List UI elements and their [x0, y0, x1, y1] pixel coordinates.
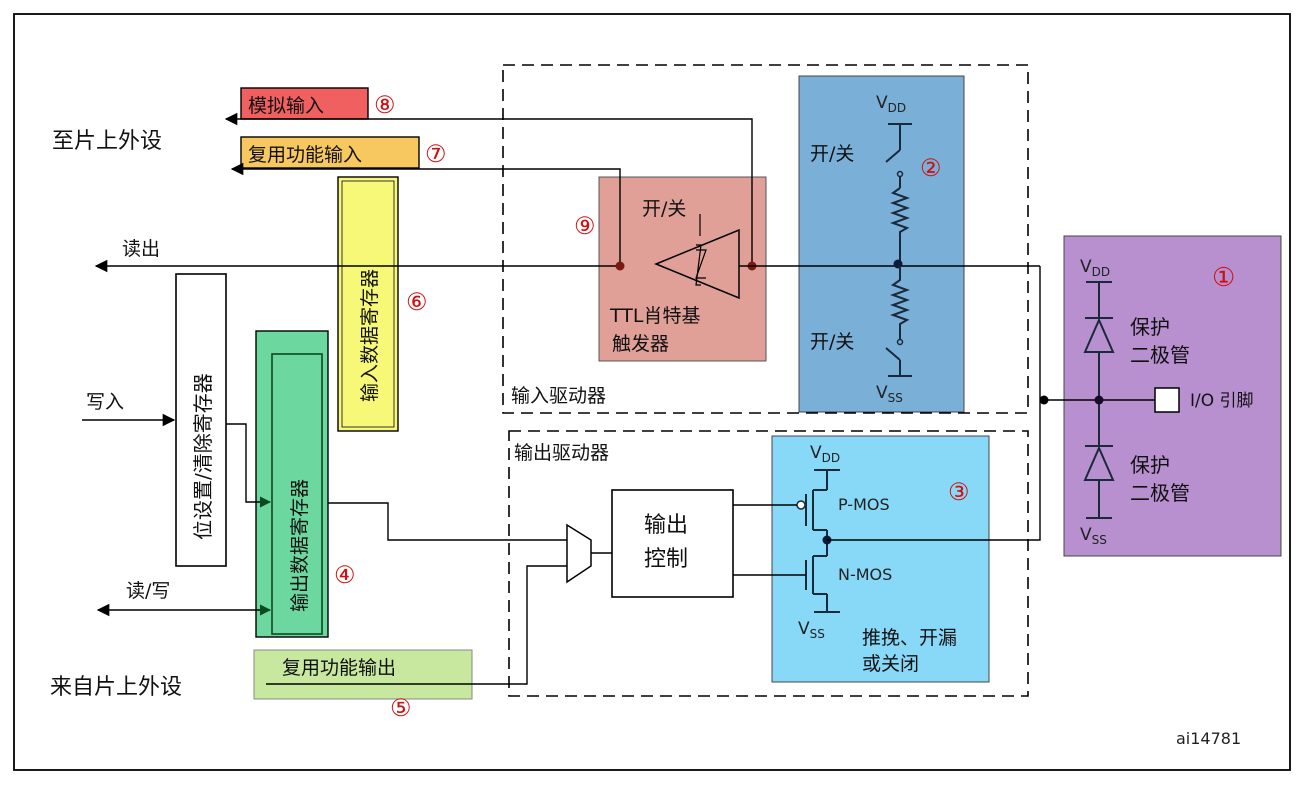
output-data-register: [255, 330, 329, 638]
to-onchip-peripheral-label: 至片上外设: [52, 129, 162, 154]
nmos-label: N-MOS: [838, 565, 892, 584]
onoff-pullup-label: 开/关: [810, 143, 854, 165]
figure-frame: [13, 13, 1291, 771]
output-driver-box: [508, 430, 1029, 697]
pull-resistor-block: [798, 75, 965, 413]
output-control-label-2: 控制: [644, 547, 688, 572]
marker-7: ⑦: [425, 140, 447, 168]
pull-down-resistor: [890, 266, 910, 340]
schmitt-left-node: [615, 261, 625, 271]
alt-function-input-label: 复用功能输入: [248, 144, 362, 166]
nmos-transistor: [733, 555, 827, 595]
alt-function-output-label: 复用功能输出: [282, 657, 396, 679]
protect-diode-bot-label-1: 保护: [1130, 453, 1170, 477]
output-control-block: [611, 489, 734, 598]
alt-function-input-box: [240, 136, 420, 169]
read-out-label: 读出: [122, 238, 160, 260]
onoff-pulldown-label: 开/关: [810, 331, 854, 353]
protect-diode-bot-label-2: 二极管: [1130, 481, 1190, 505]
vss-protection-label: VSS: [1080, 525, 1107, 547]
vss-pull-label: VSS: [876, 383, 903, 405]
io-pin: [1154, 387, 1180, 413]
pushpull-label-2: 或关闭: [862, 653, 919, 675]
output-data-register-label: 输出数据寄存器: [289, 479, 311, 612]
pmos-transistor: [733, 489, 827, 531]
onoff-schmitt-label: 开/关: [642, 198, 686, 220]
figure-id: ai14781: [1176, 729, 1241, 748]
input-data-register: [337, 176, 399, 432]
analog-input-box: [240, 87, 369, 120]
marker-3: ③: [948, 478, 970, 506]
output-stage-block: [771, 435, 990, 683]
marker-2: ②: [920, 154, 942, 182]
output-driver-label: 输出驱动器: [514, 442, 609, 464]
marker-9: ⑨: [574, 212, 596, 240]
pull-node: [893, 259, 903, 269]
protect-diode-top-label-2: 二极管: [1130, 343, 1190, 367]
pmos-label: P-MOS: [838, 495, 890, 514]
bit-set-reset-register: [175, 273, 227, 567]
alt-input-wire: [230, 162, 621, 266]
protect-diode-top-label-1: 保护: [1130, 315, 1170, 339]
marker-6: ⑥: [406, 288, 428, 316]
bit-set-reset-label: 位设置/清除寄存器: [191, 373, 215, 540]
marker-1: ①: [1212, 263, 1235, 293]
odr-to-mux-wire: [328, 502, 567, 541]
marker-4: ④: [334, 561, 356, 589]
alt-function-output-box: [253, 649, 473, 700]
schmitt-trigger-block: [598, 176, 767, 362]
output-mux: [566, 523, 592, 584]
ttl-schmitt-label-2: 触发器: [612, 333, 669, 355]
diode-junction-node: [1094, 395, 1104, 405]
vdd-output-label: VDD: [810, 443, 840, 465]
vdd-protection-label: VDD: [1080, 257, 1110, 279]
marker-5: ⑤: [390, 694, 412, 722]
io-pin-label: I/O 引脚: [1190, 391, 1254, 411]
output-control-label-1: 输出: [644, 513, 688, 538]
input-data-register-label: 输入数据寄存器: [359, 269, 381, 402]
read-write-label: 读/写: [126, 580, 170, 602]
bsr-to-odr-wire: [226, 423, 272, 508]
vdd-pull-label: VDD: [876, 93, 906, 115]
write-in-label: 写入: [86, 391, 124, 413]
vss-output-label: VSS: [798, 619, 825, 641]
analog-input-wire: [224, 112, 753, 266]
analog-input-label: 模拟输入: [248, 95, 324, 117]
input-driver-label: 输入驱动器: [511, 385, 606, 407]
from-onchip-peripheral-label: 来自片上外设: [50, 675, 182, 700]
alt-output-to-mux-wire: [266, 565, 567, 685]
pull-up-resistor: [890, 187, 910, 264]
schmitt-trigger-symbol: [654, 214, 740, 300]
ttl-schmitt-label-1: TTL肖特基: [609, 305, 700, 327]
pushpull-label-1: 推挽、开漏: [862, 627, 957, 649]
marker-8: ⑧: [374, 91, 396, 119]
